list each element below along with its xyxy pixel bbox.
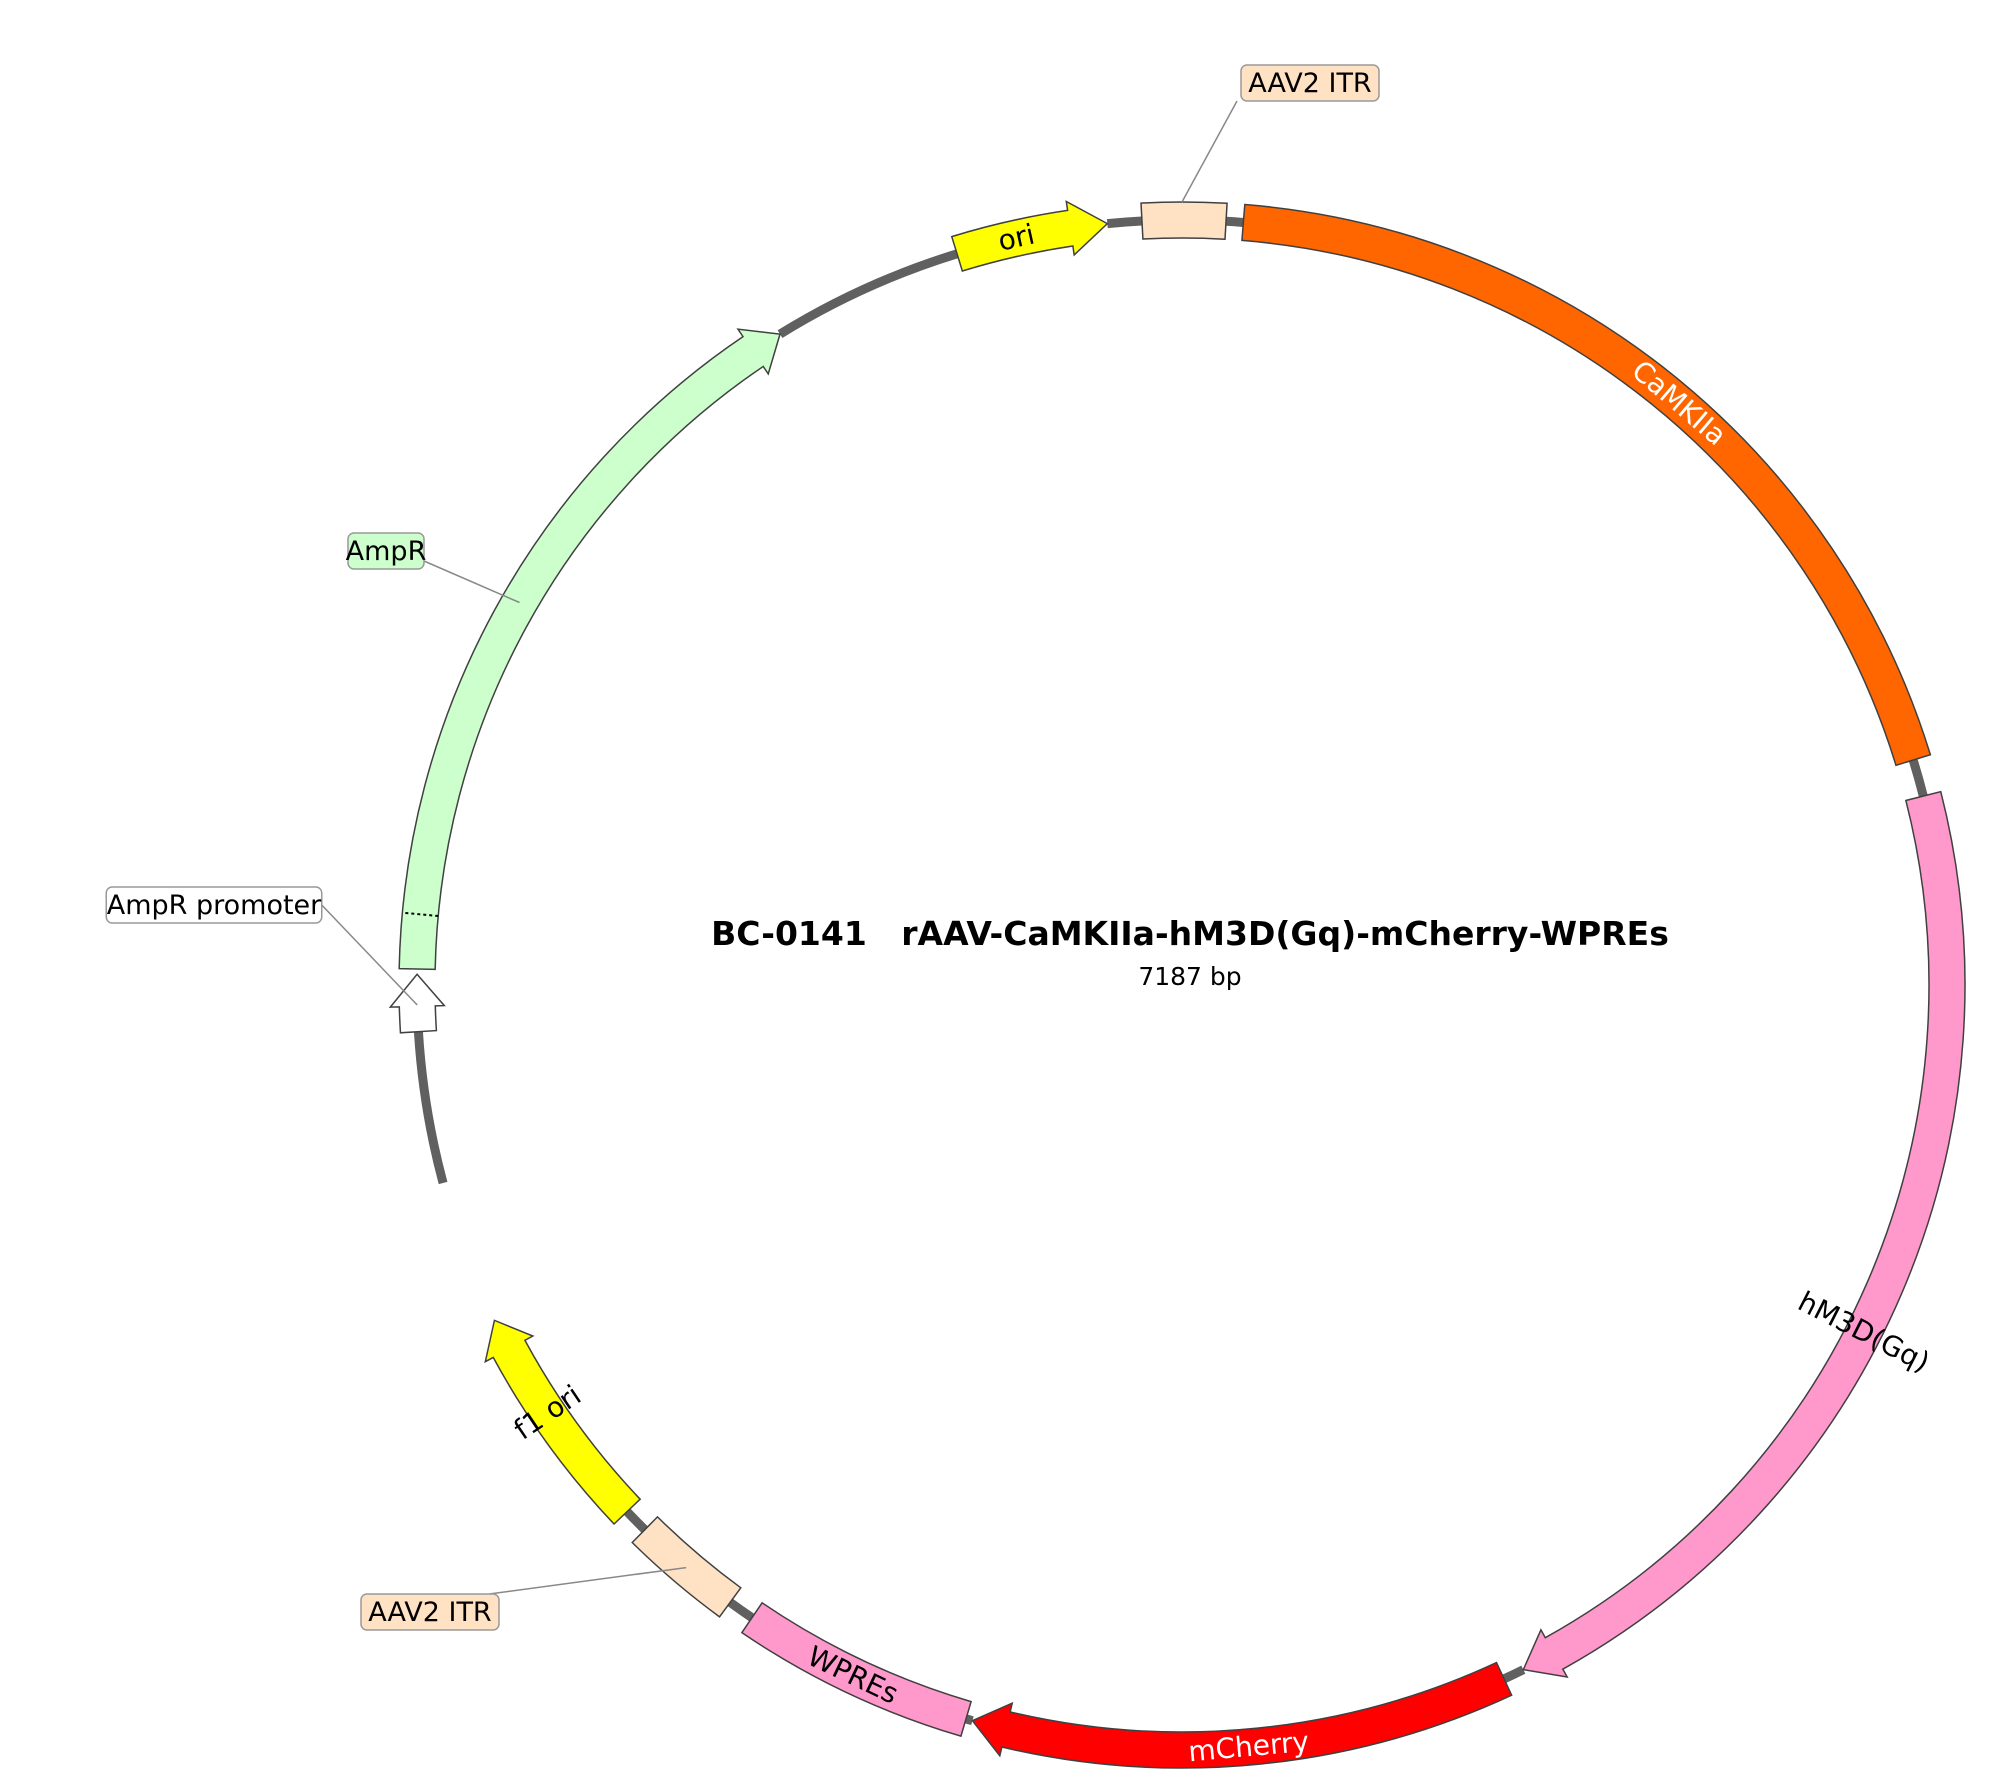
ori-label: ori (995, 218, 1038, 258)
camkiia-shape[interactable] (1241, 203, 1932, 767)
feature-f1-ori[interactable]: f1 ori (484, 1319, 642, 1526)
feature-camkiia[interactable]: CaMKIIa (1241, 203, 1932, 767)
f1-ori-shape[interactable] (484, 1319, 642, 1526)
feature-ampr[interactable] (398, 328, 781, 971)
wpres-label: WPREs (802, 1639, 903, 1710)
feature-itr-bottom[interactable] (631, 1515, 742, 1618)
ampr-callout-label: AmpR (346, 536, 427, 567)
itr-bottom-callout-label: AAV2 ITR (368, 1597, 491, 1628)
itr-top-callout-line (1181, 100, 1238, 203)
backbone-segment (777, 249, 959, 338)
itr-bottom-shape[interactable] (631, 1515, 742, 1618)
backbone-segment (1225, 216, 1244, 227)
feature-ori[interactable]: ori (950, 200, 1109, 272)
mcherry-shape[interactable] (971, 1661, 1513, 1769)
ampr-promoter-callout-label: AmpR promoter (107, 890, 322, 921)
map-size: 7187 bp (1138, 962, 1241, 991)
camkiia-label: CaMKIIa (1626, 354, 1733, 452)
ampr-promoter-callout-box[interactable] (105, 886, 323, 924)
backbone-segment (1908, 758, 1928, 798)
backbone-segment (1106, 216, 1143, 229)
itr-top-callout-box[interactable] (1240, 64, 1380, 102)
ampr-signal-divider (402, 911, 439, 917)
feature-mcherry[interactable]: mCherry (971, 1661, 1513, 1769)
backbone-segment (413, 1031, 448, 1185)
backbone-segment (1502, 1665, 1526, 1683)
ampr-shape[interactable] (398, 328, 781, 971)
backbone-segment (727, 1598, 755, 1622)
ampr-promoter-shape[interactable] (388, 973, 446, 1034)
feature-ampr-promoter[interactable] (388, 973, 446, 1034)
feature-itr-top[interactable] (1140, 201, 1228, 241)
ampr-callout-line (423, 560, 520, 604)
itr-bottom-callout-line (488, 1566, 687, 1595)
map-title: BC-0141 rAAV-CaMKIIa-hM3D(Gq)-mCherry-WP… (711, 914, 1669, 953)
itr-top-shape[interactable] (1140, 201, 1228, 241)
ampr-promoter-callout-line (321, 904, 418, 1006)
wpres-shape[interactable] (740, 1601, 973, 1738)
backbone-segment (623, 1508, 649, 1533)
feature-wpres[interactable]: WPREs (740, 1601, 973, 1738)
itr-bottom-callout-box[interactable] (360, 1593, 500, 1631)
callout-layer: AAV2 ITR AAV2 ITR AmpR promoter AmpR (105, 64, 1380, 1631)
itr-top-callout-label: AAV2 ITR (1248, 68, 1371, 99)
hm3d-shape[interactable] (1522, 790, 1966, 1679)
ori-shape[interactable] (950, 200, 1109, 272)
ampr-callout-box[interactable] (347, 532, 425, 570)
